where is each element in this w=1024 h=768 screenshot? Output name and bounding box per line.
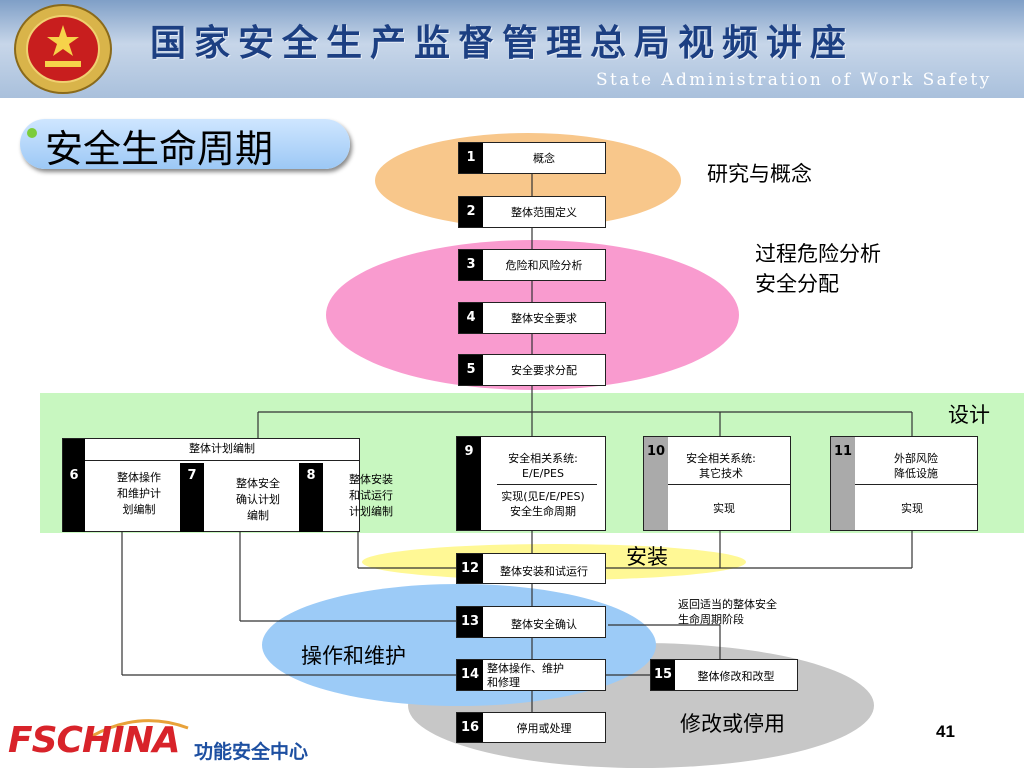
planning-header-block	[63, 439, 85, 463]
planning-group: 整体计划编制 6 整体操作 和维护计 划编制 7 整体安全 确认计划 编制 8 …	[62, 438, 393, 532]
step-10-box: 10 安全相关系统: 其它技术 实现	[643, 436, 791, 531]
step-7-line3: 编制	[247, 509, 269, 522]
step-10-bottom: 实现	[713, 502, 735, 515]
step-9-number: 9	[457, 437, 481, 530]
step-16-number: 16	[457, 713, 483, 742]
step-5-number: 5	[459, 355, 483, 385]
step-11-top-line2: 降低设施	[894, 467, 938, 480]
modify-label: 修改或停用	[680, 712, 785, 736]
title-pill	[20, 119, 350, 169]
fschina-logo: FSCHINA	[8, 720, 180, 761]
step-2-number: 2	[459, 197, 483, 227]
step-2-label: 整体范围定义	[511, 206, 577, 219]
hazard-label-line1: 过程危险分析	[755, 242, 881, 266]
slide-title: 安全生命周期	[45, 127, 274, 171]
step-3-label: 危险和风险分析	[505, 259, 583, 272]
step-12-label: 整体安装和试运行	[500, 565, 588, 578]
return-note-line1: 返回适当的整体安全	[678, 598, 777, 611]
step-1-label: 概念	[533, 152, 555, 165]
step-11-top-line1: 外部风险	[894, 452, 938, 465]
step-6-number: 6	[63, 463, 85, 532]
step-13-number: 13	[457, 607, 483, 637]
ops-label: 操作和维护	[301, 644, 406, 668]
return-note-line2: 生命周期阶段	[678, 613, 744, 626]
step-3-number: 3	[459, 250, 483, 280]
step-10-number: 10	[644, 437, 668, 530]
step-9-bottom-line1: 实现(见E/E/PES)	[501, 490, 585, 503]
page-number: 41	[936, 722, 955, 741]
step-14-number: 14	[457, 660, 483, 690]
concept-label: 研究与概念	[707, 162, 812, 186]
step-1-number: 1	[459, 143, 483, 173]
step-8-line2: 和试运行	[349, 489, 393, 502]
step-13-label: 整体安全确认	[511, 618, 577, 631]
step-10-divider	[668, 484, 790, 485]
step-5-box: 5 安全要求分配	[458, 354, 606, 386]
step-11-divider	[855, 484, 977, 485]
step-2-box: 2 整体范围定义	[458, 196, 606, 228]
step-7-line2: 确认计划	[236, 493, 280, 506]
step-3-box: 3 危险和风险分析	[458, 249, 606, 281]
step-14-line2: 和修理	[487, 676, 520, 689]
step-14-box: 14 整体操作、维护 和修理	[456, 659, 606, 691]
step-16-box: 16 停用或处理	[456, 712, 606, 743]
banner-subtitle: State Administration of Work Safety	[596, 70, 992, 90]
logo-swoosh-icon	[91, 719, 189, 738]
step-4-number: 4	[459, 303, 483, 333]
step-14-line1: 整体操作、维护	[487, 662, 564, 675]
hazard-label-line2: 安全分配	[755, 272, 839, 296]
step-9-top-line1: 安全相关系统:	[508, 452, 578, 465]
step-6-line1: 整体操作	[117, 471, 161, 484]
header-banner	[0, 0, 1024, 98]
step-11-number: 11	[831, 437, 855, 530]
step-9-bottom-line2: 安全生命周期	[510, 505, 576, 518]
install-label: 安装	[626, 545, 668, 569]
step-9-top-line2: E/E/PES	[522, 467, 564, 480]
design-label: 设计	[948, 403, 990, 427]
step-6-line3: 划编制	[122, 503, 156, 516]
planning-header: 整体计划编制	[85, 442, 359, 461]
step-12-box: 12 整体安装和试运行	[456, 553, 606, 584]
step-8-number: 8	[299, 463, 323, 532]
center-name: 功能安全中心	[194, 741, 309, 763]
step-7-number: 7	[180, 463, 204, 532]
step-16-label: 停用或处理	[516, 722, 572, 735]
step-9-divider	[497, 484, 597, 485]
emblem-logo-icon	[14, 4, 112, 94]
step-8-line3: 计划编制	[349, 505, 393, 518]
banner-title: 国家安全生产监督管理总局视频讲座	[150, 22, 855, 64]
step-5-label: 安全要求分配	[511, 364, 577, 377]
step-13-box: 13 整体安全确认	[456, 606, 606, 638]
step-4-label: 整体安全要求	[511, 312, 577, 325]
step-15-number: 15	[651, 660, 675, 690]
step-10-top-line1: 安全相关系统:	[686, 452, 756, 465]
step-7-line1: 整体安全	[236, 477, 280, 490]
step-15-box: 15 整体修改和改型	[650, 659, 798, 691]
bullet-icon	[27, 128, 37, 138]
step-10-top-line2: 其它技术	[699, 467, 743, 480]
step-1-box: 1 概念	[458, 142, 606, 174]
step-12-number: 12	[457, 554, 483, 583]
step-11-bottom: 实现	[901, 502, 923, 515]
step-9-box: 9 安全相关系统: E/E/PES 实现(见E/E/PES) 安全生命周期	[456, 436, 606, 531]
step-11-box: 11 外部风险 降低设施 实现	[830, 436, 978, 531]
step-6-line2: 和维护计	[117, 487, 161, 500]
step-8-line1: 整体安装	[349, 473, 393, 486]
step-4-box: 4 整体安全要求	[458, 302, 606, 334]
step-15-label: 整体修改和改型	[697, 670, 775, 683]
